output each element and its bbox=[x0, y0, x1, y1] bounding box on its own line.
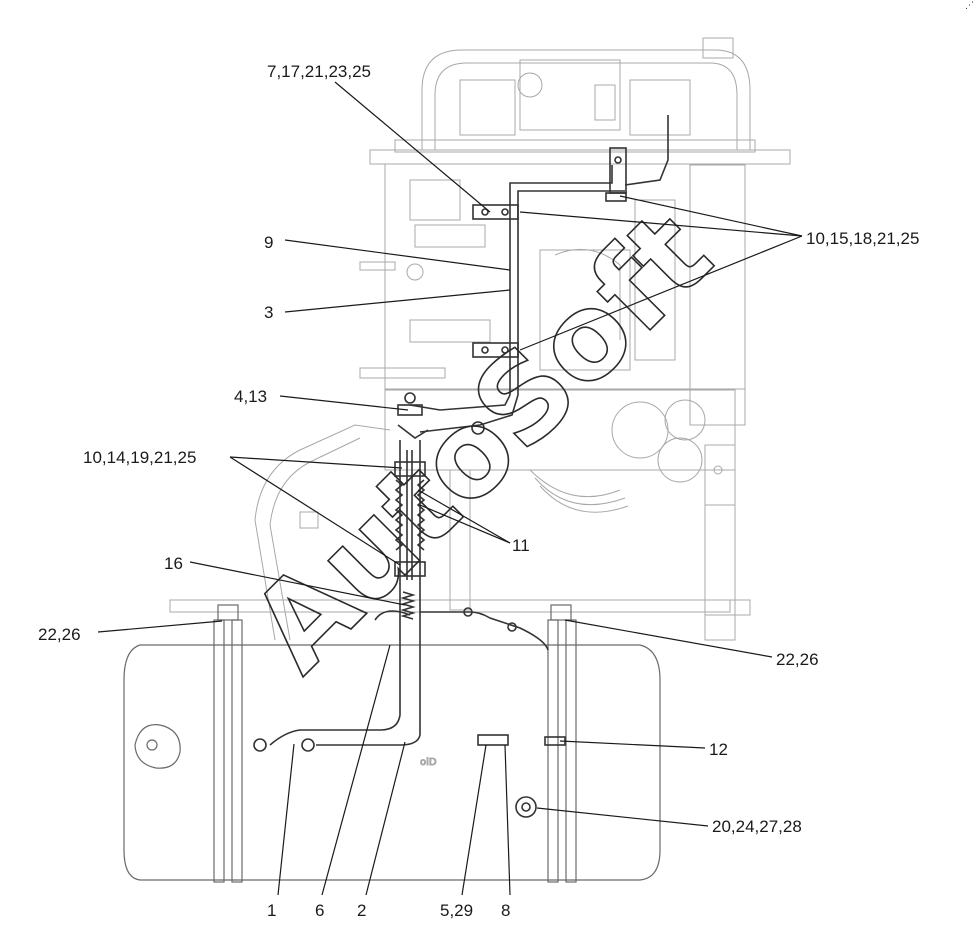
fitting-4-13-icon bbox=[397, 392, 485, 439]
clamps bbox=[394, 147, 627, 620]
bracket-top-right-icon bbox=[605, 147, 627, 202]
engine-block bbox=[169, 37, 791, 641]
callout-10-14-19-21-25: 10,14,19,21,25 bbox=[83, 448, 196, 467]
fuel-lines bbox=[269, 115, 669, 746]
watermark: AutoSoft bbox=[224, 184, 738, 698]
filler-cap-icon bbox=[134, 724, 181, 769]
clamp-filter-lower-icon bbox=[394, 561, 426, 577]
callout-10-15-18-21-25: 10,15,18,21,25 bbox=[806, 229, 919, 248]
callout-7-17-21-23-25: 7,17,21,23,25 bbox=[267, 62, 371, 81]
callout-8: 8 bbox=[501, 901, 510, 920]
callout-5-29: 5,29 bbox=[440, 901, 473, 920]
clamp-filter-upper-icon bbox=[394, 461, 426, 477]
fuel-tank: oiD bbox=[123, 604, 661, 883]
hose-16-icon bbox=[400, 591, 416, 620]
callout-12: 12 bbox=[709, 740, 728, 759]
fuel-level-sender-icon bbox=[515, 796, 537, 818]
callout-22-26-left: 22,26 bbox=[38, 625, 81, 644]
corner-mark: ⋰ bbox=[965, 1, 974, 11]
callout-6: 6 bbox=[315, 901, 324, 920]
callout-2: 2 bbox=[357, 901, 366, 920]
callout-9: 9 bbox=[264, 233, 273, 252]
leader-lines bbox=[97, 81, 803, 896]
clamp-top-icon bbox=[472, 204, 519, 220]
callout-22-26-right: 22,26 bbox=[776, 650, 819, 669]
clamp-mid-icon bbox=[472, 342, 519, 358]
callout-16: 16 bbox=[164, 554, 183, 573]
callout-1: 1 bbox=[267, 901, 276, 920]
callout-20-24-27-28: 20,24,27,28 bbox=[712, 817, 802, 836]
callout-4-13: 4,13 bbox=[234, 387, 267, 406]
watermark-text: AutoSoft bbox=[225, 185, 737, 697]
callout-11: 11 bbox=[512, 536, 530, 555]
callout-labels: 7,17,21,23,25 9 3 10,15,18,21,25 4,13 10… bbox=[38, 62, 919, 920]
svg-text:oiD: oiD bbox=[420, 757, 437, 768]
callout-3: 3 bbox=[264, 303, 273, 322]
